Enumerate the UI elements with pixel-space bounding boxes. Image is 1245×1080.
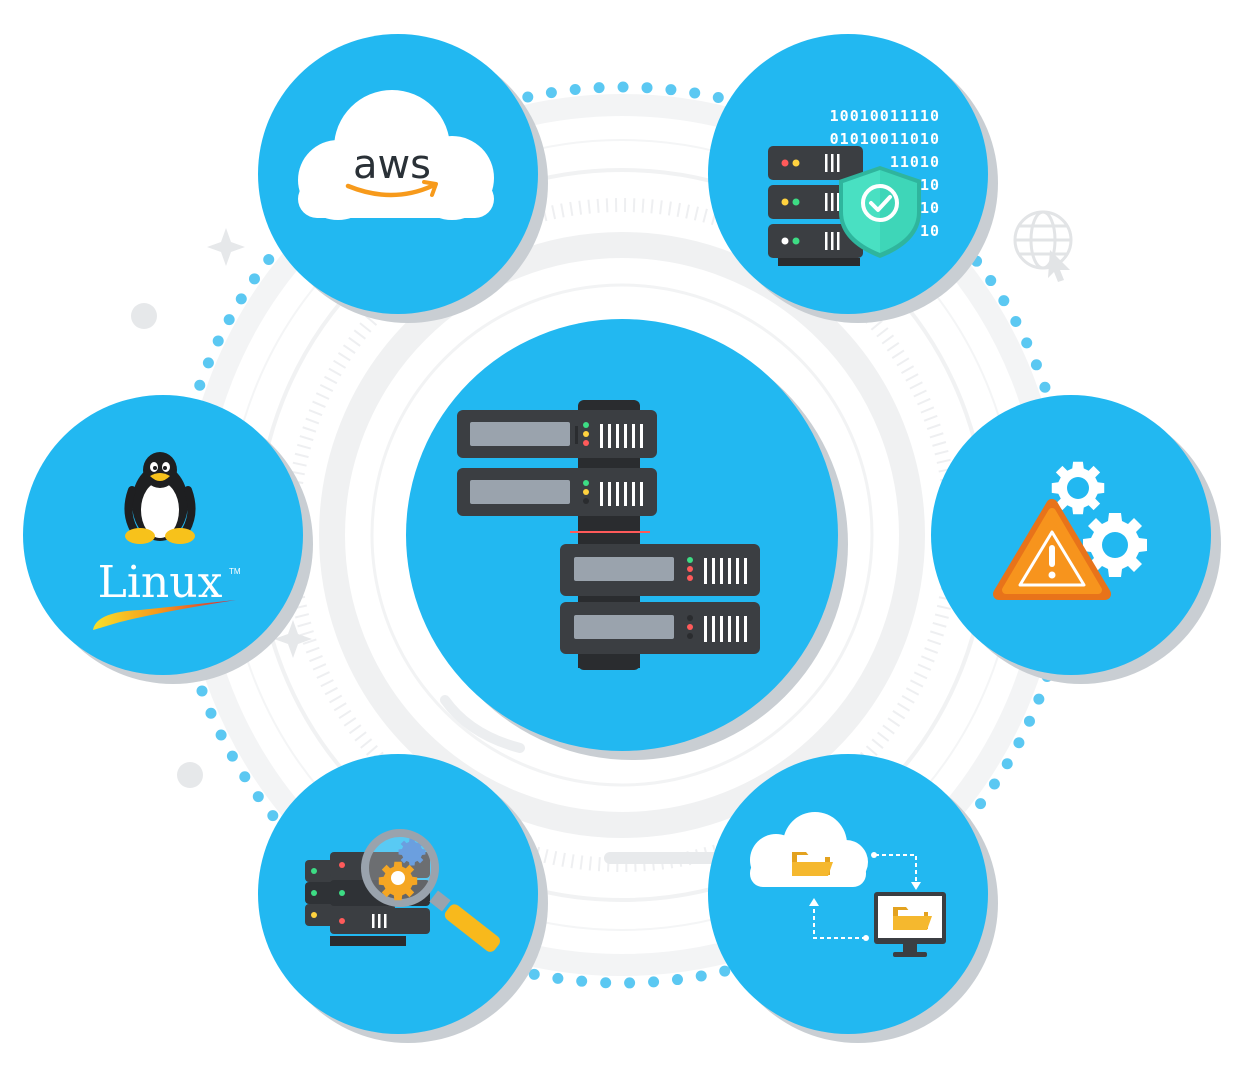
center-node — [406, 319, 848, 760]
tux-penguin-icon — [124, 452, 196, 544]
cloud-icon — [298, 90, 494, 220]
binary-row-1: 10010011110 — [830, 107, 940, 125]
folder-icon — [792, 852, 833, 876]
cloud-icon — [750, 812, 868, 887]
server-magnifier-icon — [305, 829, 500, 952]
aws-node: aws — [258, 34, 548, 323]
decorative-sparkles — [131, 228, 312, 788]
binary-row-2: 01010011010 — [830, 130, 940, 148]
binary-row-3: 11010 — [890, 153, 940, 171]
globe-cursor-icon — [1013, 210, 1073, 282]
linux-logo-text: Linux — [98, 557, 223, 608]
binary-row-4: 10 — [920, 176, 940, 194]
security-node: 10010011110 01010011010 11010 10 10 10 — [708, 34, 998, 323]
warning-gears-icon — [993, 461, 1147, 600]
binary-data-text: 10010011110 01010011010 11010 10 10 10 — [830, 107, 940, 240]
monitor-icon — [874, 892, 946, 957]
shield-check-icon — [839, 166, 921, 258]
cloud-folder-sync-icon — [750, 812, 946, 957]
server-rack-icon — [457, 400, 760, 670]
amazon-smile-icon — [345, 180, 438, 198]
linux-node: Linux TM — [23, 395, 313, 684]
sync-node — [708, 754, 998, 1043]
alerts-node — [931, 395, 1221, 684]
aws-logo-text: aws — [353, 142, 431, 188]
binary-row-6: 10 — [920, 222, 940, 240]
linux-swoosh — [93, 600, 236, 630]
binary-row-5: 10 — [920, 199, 940, 217]
monitoring-node — [258, 754, 548, 1043]
sync-arrows-icon — [813, 854, 917, 939]
linux-trademark: TM — [229, 567, 241, 576]
